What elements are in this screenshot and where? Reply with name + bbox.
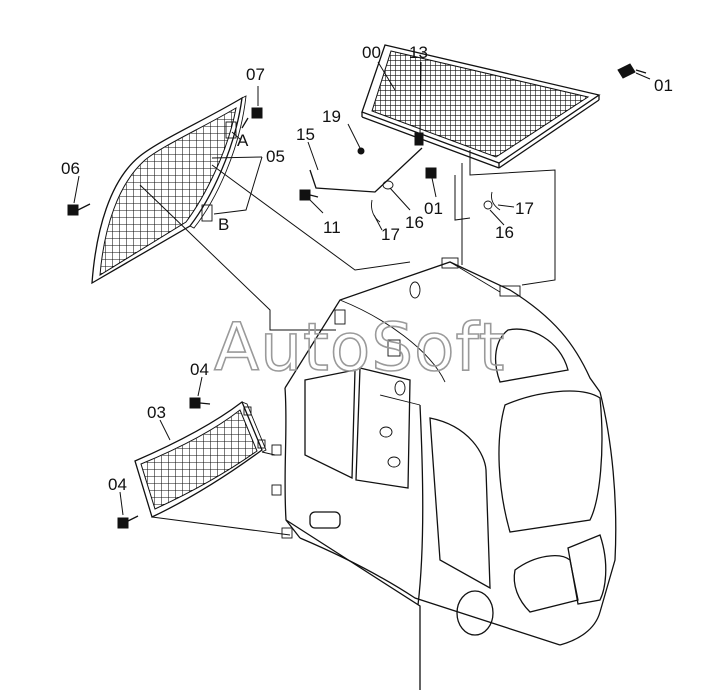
side-guard [91,95,247,285]
callout-16-left: 16 [405,213,424,232]
callout-00: 00 [362,43,381,62]
callout-05: 05 [266,147,285,166]
callout-15: 15 [296,125,315,144]
callout-17-left: 17 [381,225,400,244]
callout-07: 07 [246,65,265,84]
watermark-text: AutoSoft [214,309,505,386]
callout-A: A [237,131,249,150]
callout-B: B [218,215,229,234]
callout-11: 11 [323,218,341,237]
hardware [67,63,647,529]
callout-04-lower: 04 [108,475,127,494]
callout-labels: 00 13 01 07 19 15 05 A B 06 01 11 16 17 … [61,43,673,494]
callout-17-right: 17 [515,199,534,218]
leader-lines [73,61,651,536]
callout-04-upper: 04 [190,360,209,379]
callout-16-right: 16 [495,223,514,242]
callout-01-mid: 01 [424,199,443,218]
callout-19: 19 [322,107,341,126]
callout-13: 13 [409,43,428,62]
top-guard [361,44,601,169]
callout-06: 06 [61,159,80,178]
callout-03: 03 [147,403,166,422]
callout-01-top: 01 [654,76,673,95]
cab-body [271,257,617,690]
lower-guard [134,400,267,518]
